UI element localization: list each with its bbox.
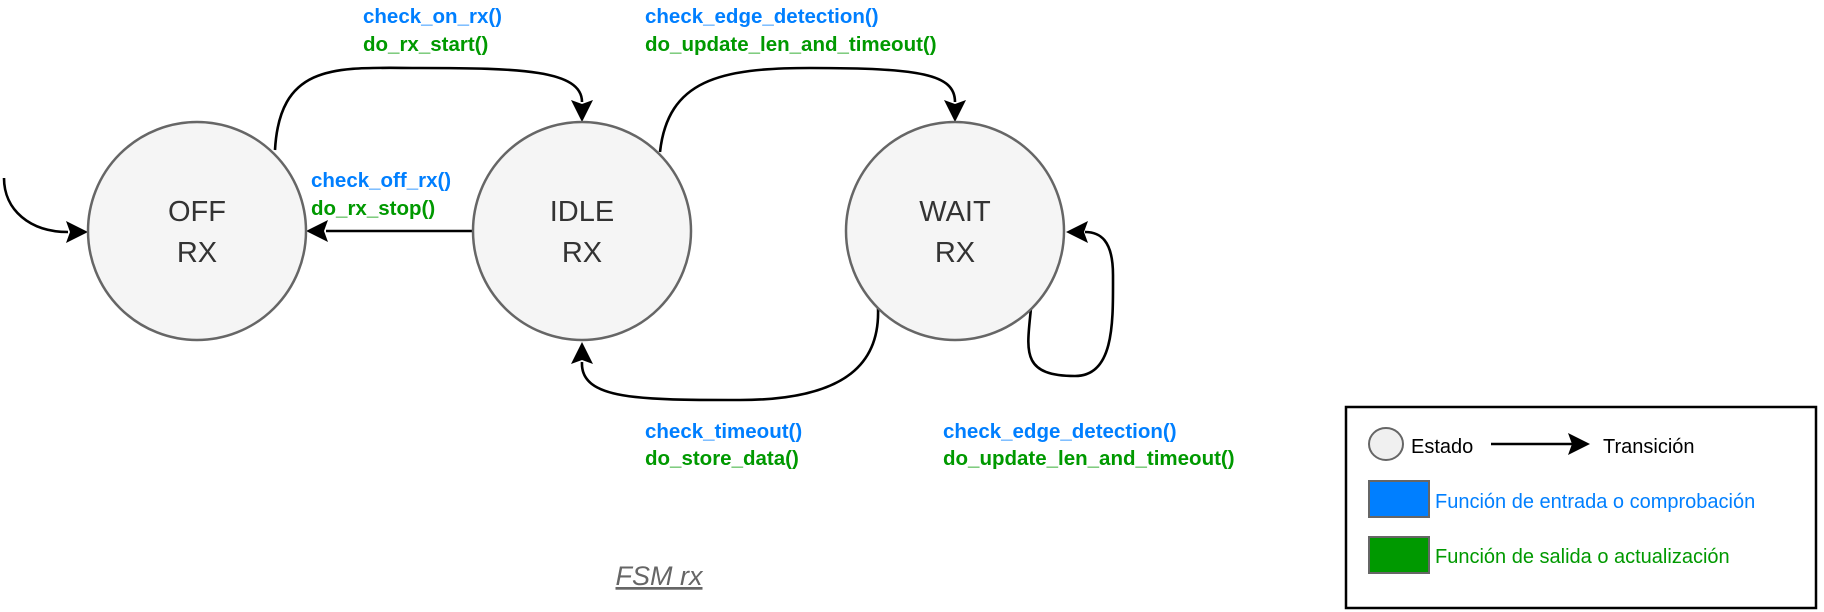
initial-transition-arrow (2, 177, 69, 234)
off-to-idle-check-label: check_on_rx() (363, 5, 502, 28)
idle-to-wait-arrowhead (944, 100, 966, 122)
legend: Estado Transición Función de entrada o c… (1344, 405, 1818, 610)
state-idle-rx: IDLE RX (471, 120, 693, 342)
off-to-idle-action-label: do_rx_start() (363, 33, 488, 56)
state-off-rx-circle (86, 120, 308, 342)
wait-to-idle-check-label: check_timeout() (645, 420, 802, 443)
state-wait-rx-label-2: RX (935, 237, 975, 269)
legend-check-swatch (1368, 480, 1430, 518)
legend-state-label: Estado (1411, 436, 1473, 458)
wait-self-loop-arrowhead (1066, 221, 1088, 243)
state-idle-rx-label-1: IDLE (550, 196, 614, 228)
initial-transition-arrowhead (66, 221, 88, 243)
transition-labels: check_on_rx() do_rx_start() check_off_rx… (311, 5, 1235, 470)
state-wait-rx: WAIT RX (844, 120, 1066, 342)
idle-to-wait-check-label: check_edge_detection() (645, 5, 879, 28)
state-wait-rx-label-1: WAIT (919, 196, 991, 228)
idle-to-off-action-label: do_rx_stop() (311, 197, 435, 220)
state-off-rx-label-1: OFF (168, 196, 226, 228)
state-idle-rx-label-2: RX (562, 237, 602, 269)
diagram-title: FSM rx (616, 561, 704, 591)
state-off-rx: OFF RX (86, 120, 308, 342)
wait-to-idle-action-label: do_store_data() (645, 447, 799, 470)
state-wait-rx-circle (844, 120, 1066, 342)
state-off-rx-label-2: RX (177, 237, 217, 269)
state-idle-rx-circle (471, 120, 693, 342)
wait-to-idle-arrow (580, 307, 880, 402)
legend-check-label: Función de entrada o comprobación (1435, 491, 1755, 513)
off-to-idle-arrow (273, 66, 584, 151)
legend-transition-arrowhead (1568, 433, 1590, 455)
legend-state-icon (1368, 427, 1404, 461)
wait-self-check-label: check_edge_detection() (943, 420, 1177, 443)
legend-action-swatch (1368, 536, 1430, 574)
idle-to-wait-arrow (658, 66, 957, 153)
legend-action-label: Función de salida o actualización (1435, 546, 1730, 568)
idle-to-off-check-label: check_off_rx() (311, 169, 451, 192)
idle-to-wait-action-label: do_update_len_and_timeout() (645, 33, 937, 56)
idle-to-off-arrowhead (306, 220, 328, 242)
wait-self-loop-arrow (1027, 230, 1115, 378)
legend-transition-label: Transición (1603, 436, 1695, 458)
wait-to-idle-arrowhead (571, 342, 593, 364)
wait-self-action-label: do_update_len_and_timeout() (943, 447, 1235, 470)
transitions (2, 66, 1115, 402)
off-to-idle-arrowhead (571, 100, 593, 122)
